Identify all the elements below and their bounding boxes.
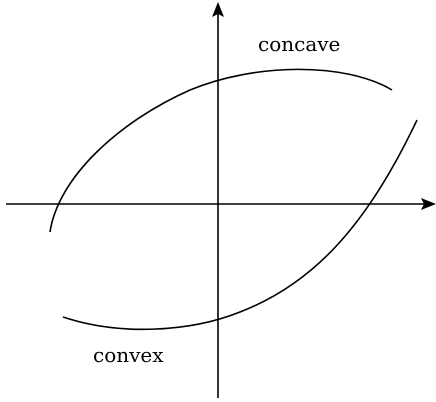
concave-label: concave — [258, 32, 340, 56]
convex-label: convex — [93, 343, 164, 367]
y-axis-arrowhead — [212, 2, 224, 17]
convex-curve — [62, 119, 418, 331]
x-axis-arrowhead — [421, 198, 436, 210]
x-axis — [6, 198, 436, 210]
y-axis — [212, 2, 224, 398]
concave-curve — [49, 68, 393, 233]
